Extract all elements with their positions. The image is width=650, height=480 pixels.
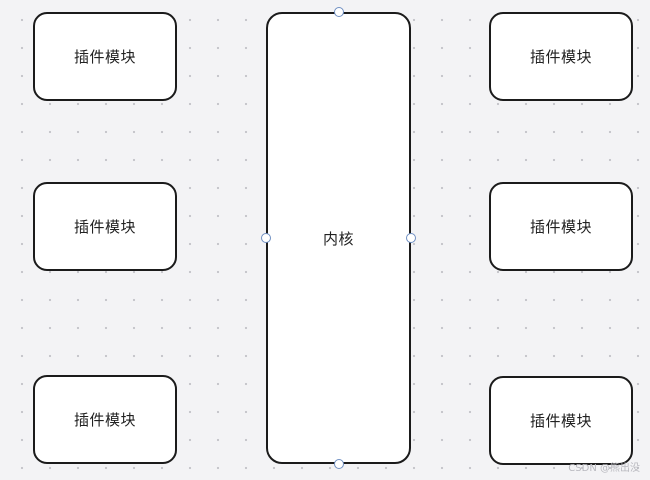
plugin-module-label: 插件模块 (73, 48, 136, 66)
plugin-module-label: 插件模块 (529, 218, 592, 236)
kernel-connection-handle-left[interactable] (261, 233, 271, 243)
plugin-module-node-bottom-left[interactable]: 插件模块 (33, 375, 177, 464)
plugin-module-label: 插件模块 (529, 412, 592, 430)
kernel-connection-handle-right[interactable] (406, 233, 416, 243)
plugin-module-label: 插件模块 (73, 218, 136, 236)
plugin-module-label: 插件模块 (529, 48, 592, 66)
kernel-connection-handle-top[interactable] (334, 7, 344, 17)
plugin-module-node-top-left[interactable]: 插件模块 (33, 12, 177, 101)
kernel-connection-handle-bottom[interactable] (334, 459, 344, 469)
kernel-node[interactable]: 内核 (266, 12, 411, 464)
plugin-module-label: 插件模块 (73, 411, 136, 429)
watermark: CSDN @熊出没 (568, 463, 640, 474)
kernel-label: 内核 (322, 229, 354, 248)
plugin-module-node-middle-right[interactable]: 插件模块 (489, 182, 633, 271)
plugin-module-node-bottom-right[interactable]: 插件模块 (489, 376, 633, 465)
plugin-module-node-top-right[interactable]: 插件模块 (489, 12, 633, 101)
plugin-module-node-middle-left[interactable]: 插件模块 (33, 182, 177, 271)
